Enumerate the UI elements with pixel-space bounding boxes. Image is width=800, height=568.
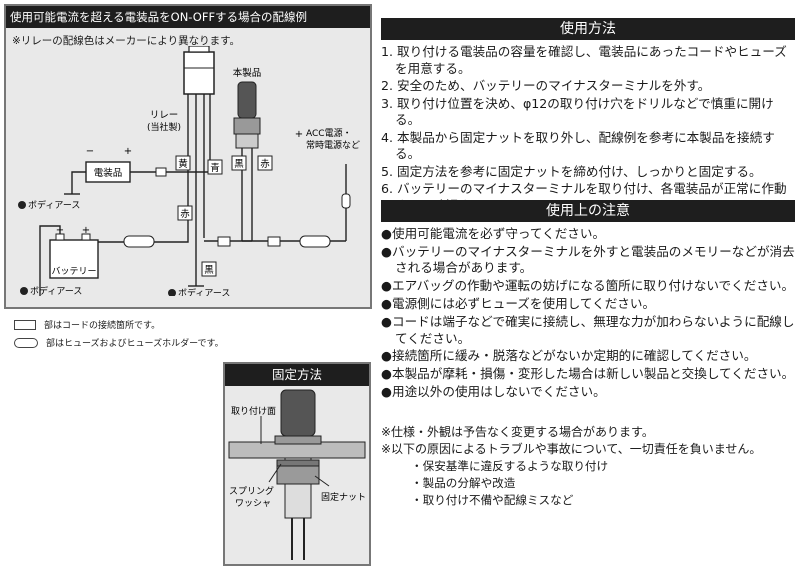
device-label: 電装品 bbox=[94, 167, 123, 179]
wire-color-labels bbox=[175, 155, 273, 277]
usage-step: 4. 本製品から固定ナットを取り外し、配線例を参考に本製品を接続する。 bbox=[381, 129, 775, 162]
usage-step: 5. 固定方法を参考に固定ナットを締め付け、しっかりと固定する。 bbox=[381, 163, 762, 179]
fixing-method-panel: 固定方法 取り付け面 スプリング ワッシャ 固定ナット bbox=[223, 362, 371, 566]
caution-item: ●本製品が摩耗・損傷・変形した場合は新しい製品と交換してください。 bbox=[381, 366, 795, 382]
caution-item: ●接続箇所に緩み・脱落などがないか定期的に確認してください。 bbox=[381, 348, 757, 364]
wire-red-relay: 赤 bbox=[180, 209, 190, 220]
fixing-nut-label: 固定ナット bbox=[321, 491, 366, 503]
legend-fuse: 部はヒューズおよびヒューズホルダーです。 bbox=[14, 336, 224, 349]
relay-maker-label: (当社製) bbox=[147, 121, 181, 133]
fuse-swatch bbox=[14, 337, 38, 348]
caution-item: ●コードは端子などで確実に接続し、無理な力が加わらないように配線してください。 bbox=[381, 314, 795, 346]
battery-box bbox=[49, 239, 99, 279]
fixing-title: 固定方法 bbox=[225, 364, 369, 386]
fuse-1 bbox=[123, 235, 155, 248]
caution-title: 使用上の注意 bbox=[381, 200, 795, 222]
relay-box bbox=[183, 51, 215, 95]
connector-2 bbox=[267, 236, 281, 247]
battery-minus: − bbox=[56, 225, 64, 236]
remark-spec: ※仕様・外観は予告なく変更する場合があります。 bbox=[381, 425, 654, 439]
remark-sub-item: ・製品の分解や改造 bbox=[411, 476, 516, 490]
remark-liability: ※以下の原因によるトラブルや事故について、一切責任を負いません。 bbox=[381, 442, 762, 456]
wiring-example-panel: 使用可能電流を超える電装品をON-OFFする場合の配線例 ※リレーの配線色はメー… bbox=[4, 4, 372, 349]
acc-fuse bbox=[341, 193, 351, 209]
acc-label-1: ACC電源・ bbox=[306, 128, 352, 139]
body-earth-device: ボディアース bbox=[28, 199, 80, 211]
caution-list: ●使用可能電流を必ず守ってください。 ●バッテリーのマイナスターミナルを外すと電… bbox=[381, 226, 795, 402]
battery-label: バッテリー bbox=[51, 266, 96, 277]
body-earth-relay: ボディアース bbox=[178, 287, 230, 296]
earth-icon-1 bbox=[18, 201, 26, 209]
fixing-spring-label-1: スプリング bbox=[229, 485, 274, 497]
earth-icon-2 bbox=[20, 287, 28, 295]
connector-swatch bbox=[14, 319, 36, 330]
wiring-diagram: 黄 青 黒 赤 赤 黒 リレー (当社製) 本製品 電装品 ACC電源・ 常時電… bbox=[18, 46, 360, 296]
wiring-title: 使用可能電流を超える電装品をON-OFFする場合の配線例 bbox=[6, 6, 370, 28]
remarks-section: ※仕様・外観は予告なく変更する場合があります。 ※以下の原因によるトラブルや事故… bbox=[381, 424, 795, 564]
wire-black-product: 黒 bbox=[234, 159, 244, 170]
usage-list: 1. 取り付ける電装品の容量を確認し、電装品にあったコードやヒューズを用意する。… bbox=[381, 44, 795, 215]
product-body bbox=[237, 81, 257, 119]
fixing-spring-label-2: ワッシャ bbox=[235, 499, 271, 509]
usage-step: 3. 取り付け位置を決め、φ12の取り付け穴をドリルなどで慎重に開ける。 bbox=[381, 95, 774, 128]
relay-label: リレー bbox=[150, 110, 179, 121]
wire-red-product: 赤 bbox=[260, 159, 270, 170]
remark-sub-item: ・保安基準に違反するような取り付け bbox=[411, 459, 609, 473]
wire-blue: 青 bbox=[210, 162, 220, 174]
fixing-surface-label: 取り付け面 bbox=[231, 406, 276, 417]
usage-step: 1. 取り付ける電装品の容量を確認し、電装品にあったコードやヒューズを用意する。 bbox=[381, 44, 787, 76]
product-label: 本製品 bbox=[233, 67, 262, 79]
body-earth-battery: ボディアース bbox=[30, 285, 82, 296]
earth-icon-3 bbox=[168, 289, 176, 296]
battery-plus: + bbox=[82, 225, 90, 236]
connector-3 bbox=[155, 167, 167, 177]
wire-yellow: 黄 bbox=[178, 158, 188, 170]
remark-sub-item: ・取り付け不備や配線ミスなど bbox=[411, 493, 574, 507]
usage-step: 2. 安全のため、バッテリーのマイナスターミナルを外す。 bbox=[381, 78, 711, 93]
caution-item: ●エアバッグの作動や運転の妨げになる箇所に取り付けないでください。 bbox=[381, 278, 795, 294]
acc-plus: + bbox=[295, 129, 303, 140]
caution-item: ●使用可能電流を必ず守ってください。 bbox=[381, 226, 606, 241]
fixing-diagram: 取り付け面 スプリング ワッシャ 固定ナット bbox=[228, 389, 366, 560]
wire-black-relay: 黒 bbox=[204, 265, 214, 276]
device-minus: − bbox=[86, 146, 94, 157]
usage-section: 使用方法 1. 取り付ける電装品の容量を確認し、電装品にあったコードやヒューズを… bbox=[381, 18, 795, 213]
caution-section: 使用上の注意 ●使用可能電流を必ず守ってください。 ●バッテリーのマイナスターミ… bbox=[381, 200, 795, 410]
caution-item: ●電源側には必ずヒューズを使用してください。 bbox=[381, 296, 656, 312]
fuse-2 bbox=[299, 235, 331, 248]
usage-title: 使用方法 bbox=[381, 18, 795, 40]
acc-label-2: 常時電源など bbox=[306, 139, 360, 151]
legend-connector: 部はコードの接続箇所です。 bbox=[14, 318, 160, 331]
connector-1 bbox=[217, 236, 231, 247]
relay-color-note: ※リレーの配線色はメーカーにより異なります。 bbox=[12, 35, 241, 47]
caution-item: ●バッテリーのマイナスターミナルを外すと電装品のメモリーなどが消去される場合があ… bbox=[381, 243, 795, 276]
caution-item: ●用途以外の使用はしないでください。 bbox=[381, 384, 606, 400]
device-plus: + bbox=[124, 146, 132, 157]
